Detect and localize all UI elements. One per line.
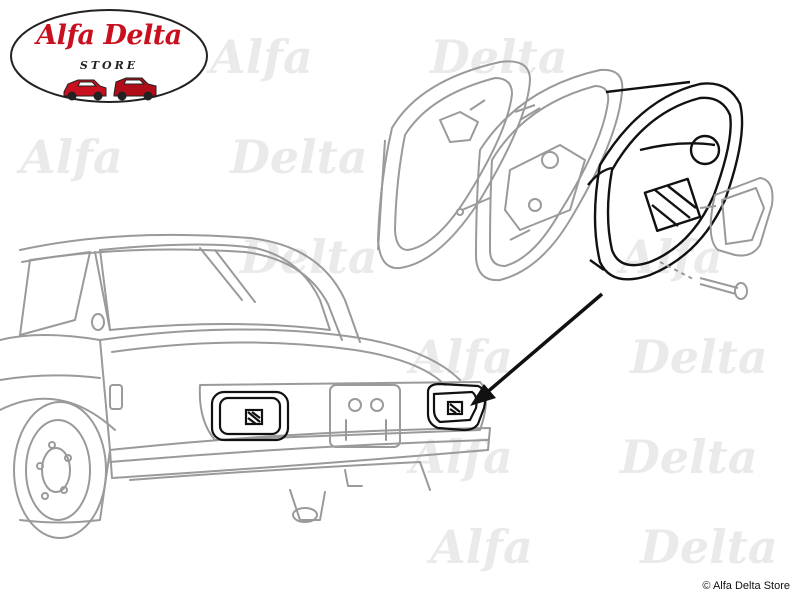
- logo-subtitle: STORE: [79, 59, 139, 72]
- reflector: [699, 177, 774, 257]
- watermark-text: Alfa: [210, 30, 313, 84]
- copyright-notice: © Alfa Delta Store: [702, 580, 790, 592]
- gasket: [377, 60, 531, 270]
- watermark-text: Delta: [430, 30, 568, 84]
- red-car-icon: [113, 77, 157, 101]
- watermark-text: Alfa: [430, 520, 533, 574]
- red-car-icon: [63, 79, 107, 101]
- watermark-text: Alfa: [20, 130, 123, 184]
- car-tail-light-right: [426, 382, 487, 432]
- callout-arrow: [470, 292, 604, 406]
- mounting-screw: [659, 261, 748, 300]
- watermark-text: Alfa: [410, 430, 513, 484]
- store-logo: Alfa Delta STORE: [8, 6, 210, 106]
- watermark-text: Alfa: [620, 230, 723, 284]
- lamp-housing: [456, 68, 624, 282]
- logo-title: Alfa Delta: [36, 20, 182, 51]
- watermark-text: Delta: [630, 330, 768, 384]
- watermark-text: Delta: [620, 430, 758, 484]
- watermark-text: Delta: [230, 130, 368, 184]
- car-rear-outline: [0, 233, 491, 539]
- car-tail-light-left: [210, 390, 290, 442]
- watermark-text: Delta: [640, 520, 778, 574]
- logo-badge: [10, 9, 208, 103]
